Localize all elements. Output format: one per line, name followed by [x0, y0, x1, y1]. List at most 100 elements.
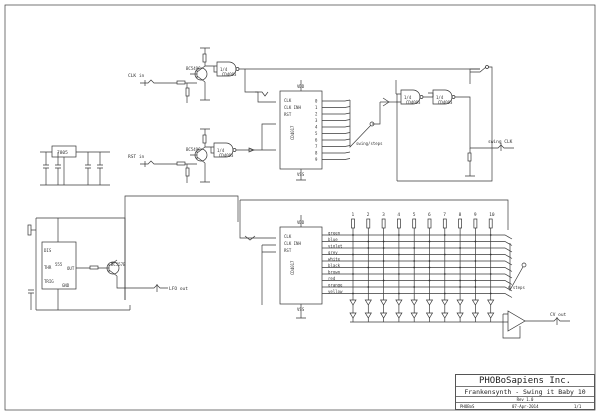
junction-dot — [489, 253, 492, 256]
counter-top-out-label: 1 — [315, 105, 318, 110]
junction-dot — [459, 247, 461, 249]
mode-switch[interactable] — [469, 65, 489, 85]
counter-bottom-out-wire — [322, 241, 513, 246]
sheet-border — [4, 4, 596, 411]
junction-dot — [428, 260, 431, 262]
step-pot[interactable] — [381, 218, 386, 229]
step-number: 4 — [397, 212, 400, 218]
step-number: 6 — [428, 212, 431, 218]
counter-bottom-input-wires — [239, 199, 509, 305]
junction-dot — [474, 279, 477, 282]
junction-dot — [459, 286, 461, 288]
swing-clk-jack[interactable] — [484, 143, 514, 151]
title-sheet: 1/1 — [574, 404, 582, 409]
title-drawn-by: PHOBoS — [460, 404, 475, 409]
nand-gate-3 — [400, 89, 424, 105]
junction-dot — [428, 240, 431, 243]
step-pot[interactable] — [473, 218, 478, 229]
steps-rotary-switch[interactable] — [509, 243, 527, 292]
rst-pullup — [200, 128, 210, 147]
step-pot[interactable] — [458, 218, 462, 229]
counter-bottom-out-wire — [322, 234, 513, 240]
counter-top-out-label: 7 — [315, 144, 318, 149]
junction-dot — [398, 292, 400, 295]
gate-2-label: 1/4 — [217, 148, 225, 153]
counter-bottom-out-label: red — [328, 276, 336, 281]
counter-bottom-pin-rst: RST — [284, 248, 292, 253]
step-number: 9 — [474, 212, 477, 218]
lfo-out-jack[interactable] — [150, 284, 168, 292]
lfo-transistor-label: BC557B — [111, 262, 126, 267]
counter-top-out-wire — [322, 151, 351, 154]
lfo-pin-thr: THR — [44, 265, 52, 270]
step-pot[interactable] — [397, 218, 401, 229]
counter-bottom-power — [296, 215, 306, 319]
title-project: Frankensynth - Swing it Baby 10 — [456, 387, 594, 397]
cv-out-jack[interactable] — [548, 317, 570, 325]
junction-dot — [443, 253, 446, 256]
step-diode — [364, 299, 372, 306]
junction-dot — [367, 247, 370, 249]
counter-top-out-label: 5 — [315, 131, 318, 136]
junction-dot — [459, 266, 461, 269]
clk-in-jack[interactable] — [140, 79, 174, 86]
junction-dot — [382, 247, 385, 249]
gate-1-inputs — [205, 65, 217, 73]
counter-bottom-outputs: greenbluevioletgreywhiteblackbrownredora… — [322, 231, 513, 298]
step-number: 5 — [413, 212, 416, 218]
counter-top-out-wire — [322, 112, 351, 115]
counter-bottom-out-label: orange — [328, 283, 343, 288]
counter-top-out-label: 9 — [315, 157, 318, 162]
counter-bottom-out-label: brown — [328, 270, 341, 275]
counter-top-out-wire — [322, 119, 351, 121]
rst-transistor — [190, 146, 208, 164]
junction-dot — [489, 292, 492, 295]
step-pot[interactable] — [427, 218, 432, 229]
feedback-wire — [396, 66, 493, 182]
clk-transistor — [190, 65, 208, 83]
junction-dot — [352, 273, 354, 275]
lfo-rate-pot[interactable] — [27, 224, 36, 236]
gate-3-4-wires — [395, 80, 434, 103]
counter-bottom-out-wire — [322, 280, 513, 285]
rst-diode — [248, 147, 255, 153]
step-pot[interactable] — [442, 218, 447, 229]
counter-top-out-wire — [322, 106, 351, 108]
junction-dot — [474, 260, 477, 262]
step-diode — [456, 299, 464, 306]
step-diode — [441, 299, 449, 306]
title-date: 07-Apr-2014 — [512, 404, 539, 409]
gate-2-inputs — [205, 146, 214, 154]
gate-4-part: CD4093 — [438, 100, 453, 105]
step-led — [379, 312, 388, 319]
junction-dot — [459, 279, 461, 282]
cv-opamp — [507, 310, 526, 332]
counter-bottom-out-label: white — [328, 257, 341, 262]
step-pot[interactable] — [366, 218, 371, 229]
step-pot[interactable] — [412, 218, 417, 229]
rst-emitter-gnd — [200, 163, 210, 183]
junction-dot — [398, 253, 400, 256]
lfo-base-resistor — [89, 265, 99, 270]
step-pot[interactable] — [351, 218, 355, 229]
junction-dot — [489, 234, 492, 236]
lfo-555-label: 555 — [55, 262, 63, 267]
counter-bottom-out-wire — [322, 293, 513, 298]
clk-transistor-label: BC549C — [186, 66, 201, 71]
nand-gate-2 — [213, 142, 237, 158]
gate-1-label: 1/4 — [220, 67, 228, 72]
junction-dot — [428, 279, 431, 282]
lfo-555-timer — [41, 241, 77, 290]
swing-switch-out — [372, 102, 381, 125]
step-pot[interactable] — [488, 218, 493, 229]
counter-bottom-out-wire — [322, 273, 513, 279]
counter-top-out-label: 0 — [315, 99, 318, 104]
rst-in-jack[interactable] — [140, 160, 174, 167]
junction-dot — [443, 273, 446, 275]
swing-rotary-switch[interactable] — [349, 100, 375, 148]
swing-clk-label: swing CLK — [488, 139, 513, 145]
clk-to-counter-wire — [244, 69, 276, 103]
counter-top-part: CD4017 — [290, 125, 295, 140]
